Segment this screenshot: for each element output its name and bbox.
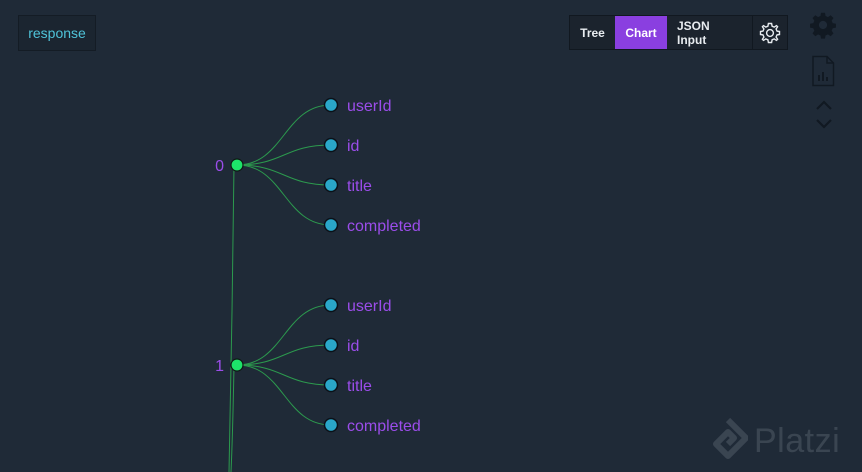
tree-view-label: Tree <box>580 25 605 40</box>
platzi-watermark: Platzi <box>708 418 840 464</box>
json-input-label: JSON Input <box>677 18 710 47</box>
chevron-down-icon <box>816 119 832 129</box>
key-label: id <box>347 138 359 155</box>
key-label: userId <box>347 98 391 115</box>
array-index-label: 1 <box>215 358 224 375</box>
watermark-text: Platzi <box>754 421 841 460</box>
branch-link <box>236 104 332 166</box>
collapse-button[interactable] <box>814 98 834 112</box>
tree-view-button[interactable]: Tree <box>570 16 615 49</box>
array-index-node <box>230 158 244 172</box>
chevron-up-icon <box>816 100 832 110</box>
key-node <box>323 417 339 433</box>
key-node <box>323 297 339 313</box>
chart-view-label: Chart <box>625 25 657 40</box>
branch-link <box>236 164 332 226</box>
key-label: userId <box>347 298 391 315</box>
trunk-link <box>230 364 235 472</box>
settings-button[interactable] <box>753 16 787 49</box>
json-input-button[interactable]: JSON Input <box>667 16 753 49</box>
gear-outline-icon <box>759 22 781 43</box>
response-button[interactable]: response <box>18 15 96 51</box>
key-label: id <box>347 338 359 355</box>
branch-link <box>236 304 332 366</box>
view-mode-toggle: Tree Chart JSON Input <box>569 15 788 50</box>
array-index-label: 0 <box>215 158 224 175</box>
branch-link <box>236 344 332 366</box>
branch-link <box>236 144 332 166</box>
key-node <box>323 137 339 153</box>
expand-button[interactable] <box>814 117 834 131</box>
branch-link <box>236 364 332 386</box>
key-label: title <box>347 378 372 395</box>
export-chart-button[interactable] <box>808 54 838 88</box>
trunk-link <box>228 164 235 472</box>
chart-view-button[interactable]: Chart <box>615 16 667 49</box>
response-label: response <box>28 25 86 41</box>
gear-icon <box>810 12 836 39</box>
branch-link <box>236 164 332 186</box>
key-label: completed <box>347 218 421 235</box>
platzi-logo-icon <box>713 418 748 459</box>
document-chart-icon <box>812 55 835 87</box>
key-node <box>323 377 339 393</box>
key-node <box>323 217 339 233</box>
array-index-node <box>230 358 244 372</box>
branch-link <box>236 364 332 426</box>
key-label: completed <box>347 418 421 435</box>
key-node <box>323 337 339 353</box>
settings-gear-button[interactable] <box>808 10 838 40</box>
key-node <box>323 177 339 193</box>
key-node <box>323 97 339 113</box>
key-label: title <box>347 178 372 195</box>
